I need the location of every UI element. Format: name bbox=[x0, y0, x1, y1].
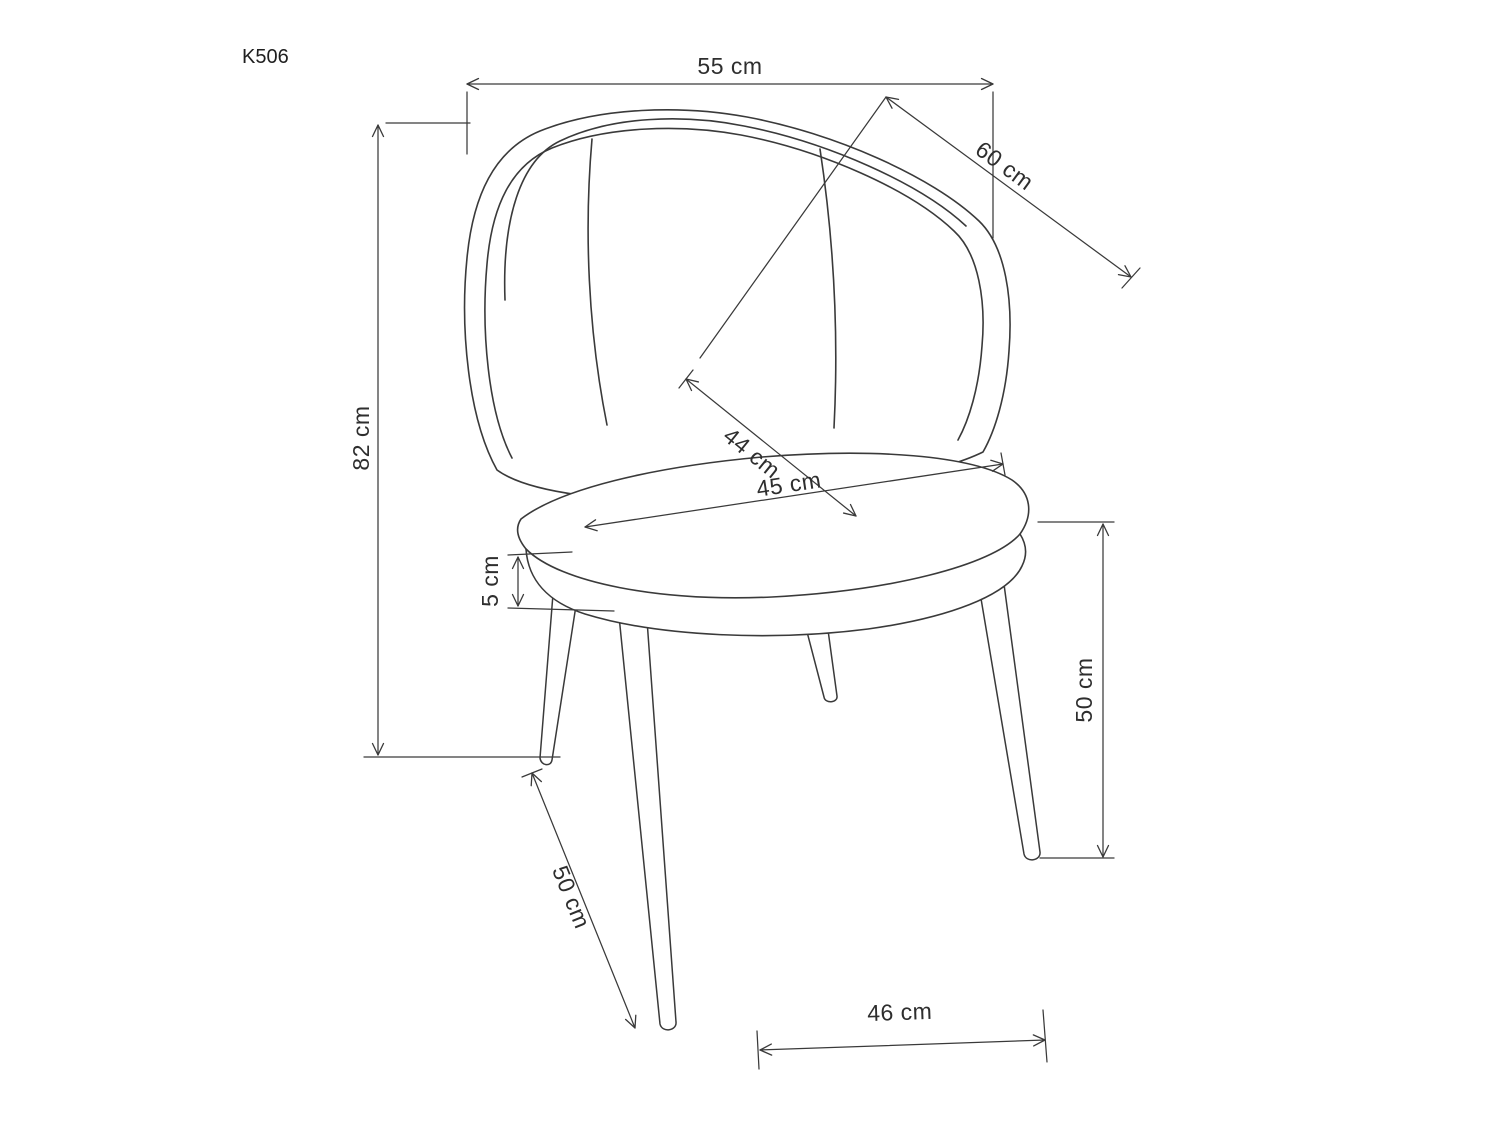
dim-tick-60 bbox=[1121, 267, 1141, 289]
seat-cushion-edge bbox=[525, 533, 1021, 599]
dimension-leg-height-left: 50 cm bbox=[521, 768, 637, 1029]
dim-tick-44 bbox=[678, 369, 694, 389]
front-left-leg bbox=[618, 615, 677, 1031]
dimension-leg-height-right: 50 cm bbox=[1037, 521, 1115, 859]
rear-left-leg bbox=[539, 593, 578, 766]
rear-right-leg bbox=[805, 627, 838, 703]
dim-label-overall-height: 82 cm bbox=[348, 405, 374, 470]
backrest-piping-seam bbox=[503, 118, 967, 301]
dim-line-45 bbox=[584, 459, 1004, 532]
dim-tick-46-right bbox=[1042, 1009, 1048, 1063]
dim-label-front-leg-span: 46 cm bbox=[867, 998, 933, 1026]
dim-tick-50-left bbox=[521, 768, 543, 778]
dim-label-backrest-diagonal: 60 cm bbox=[971, 136, 1039, 196]
dimension-overall-height: 82 cm bbox=[348, 122, 561, 758]
dim-line-46 bbox=[759, 1034, 1046, 1056]
backrest-seam-left bbox=[587, 138, 608, 426]
front-right-leg bbox=[972, 546, 1041, 861]
dim-ext-60 bbox=[699, 96, 887, 359]
dimension-front-leg-span: 46 cm bbox=[756, 998, 1048, 1070]
dim-label-leg-height-left: 50 cm bbox=[547, 862, 596, 932]
dim-tick-46-left bbox=[756, 1030, 760, 1070]
dim-label-leg-height-right: 50 cm bbox=[1071, 657, 1097, 722]
dimension-cushion-thickness: 5 cm bbox=[477, 551, 615, 612]
dim-label-cushion-thickness: 5 cm bbox=[477, 555, 503, 607]
chair-drawing bbox=[463, 109, 1041, 1031]
dim-line-60 bbox=[885, 96, 1132, 278]
dim-ext-5-top bbox=[507, 551, 573, 556]
dim-line-50-left bbox=[530, 772, 637, 1029]
dim-ext-5-bottom bbox=[507, 607, 615, 612]
backrest-inner-rim bbox=[484, 127, 984, 459]
dim-tick-45 bbox=[1000, 452, 1006, 476]
model-label: K506 bbox=[242, 46, 289, 68]
dim-label-overall-width: 55 cm bbox=[697, 53, 762, 79]
